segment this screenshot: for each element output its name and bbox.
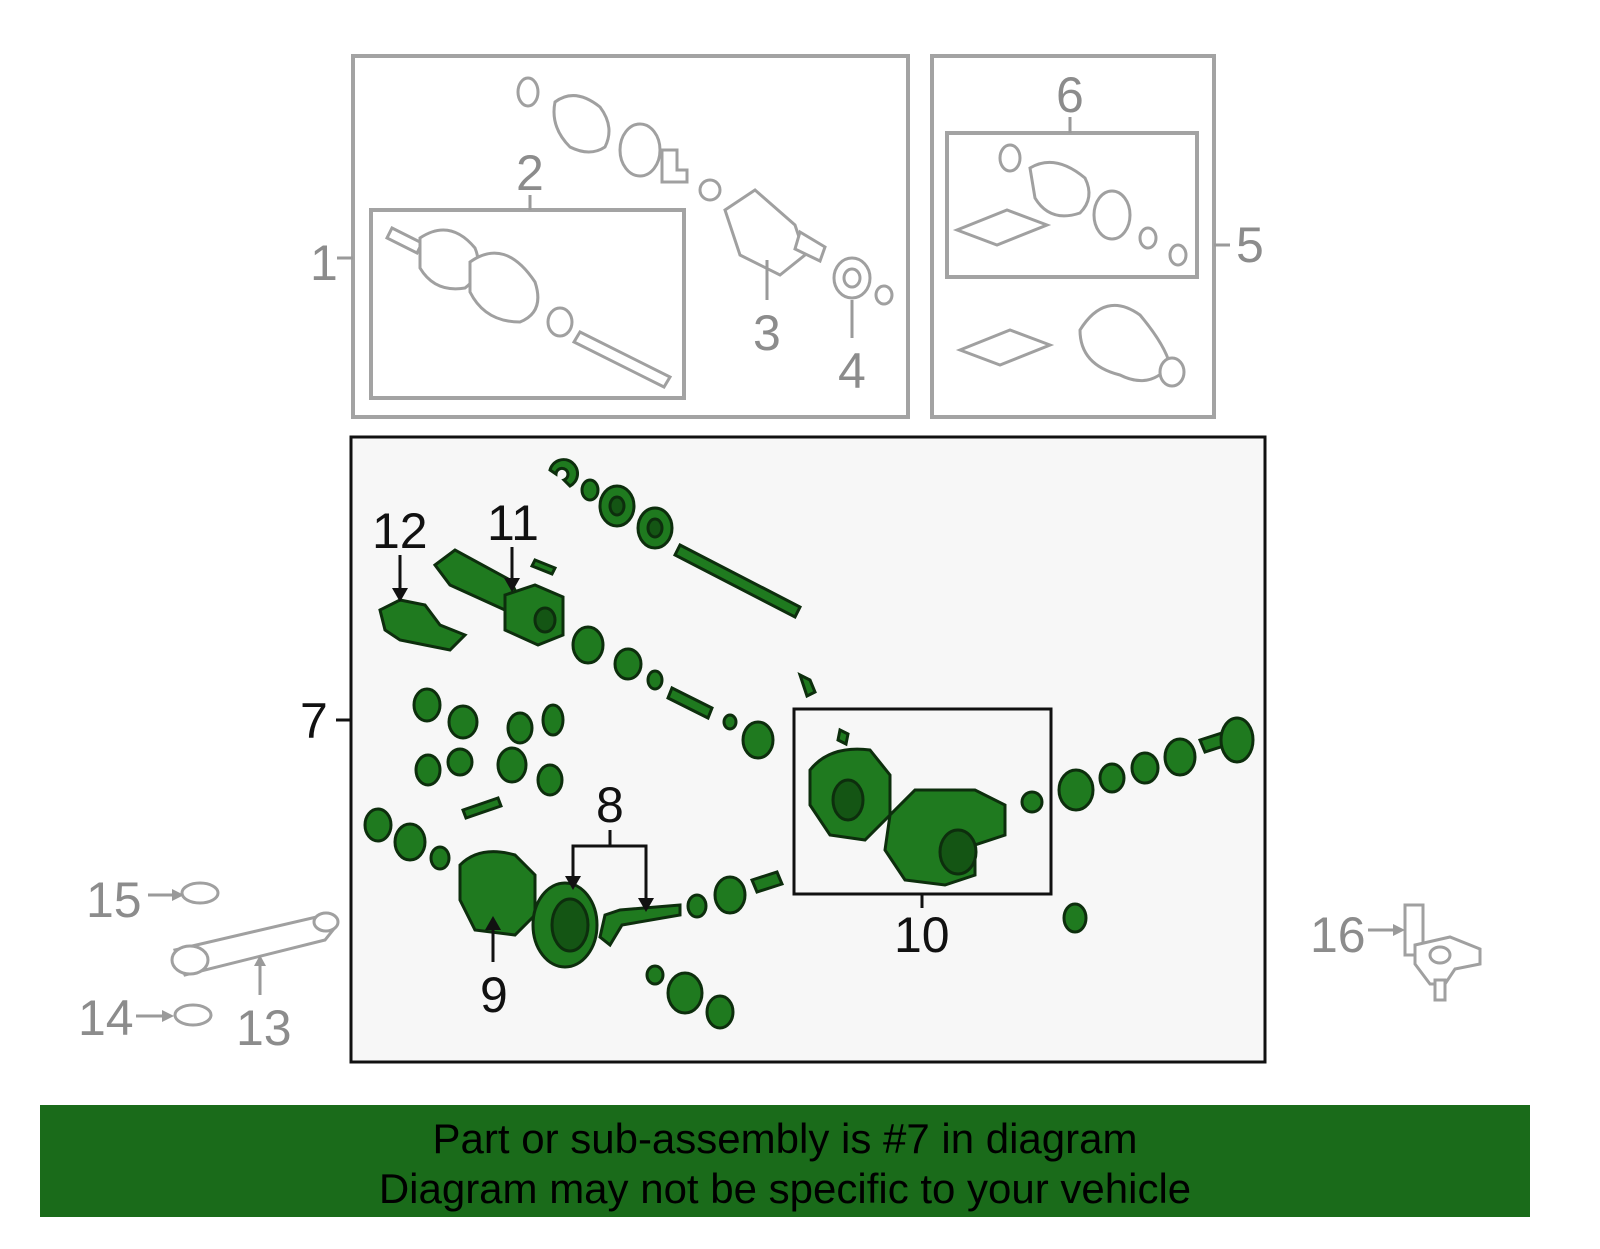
callout-11: 11 — [487, 495, 539, 551]
boot-kit-box — [930, 54, 1216, 419]
arrow-11 — [504, 578, 520, 592]
leader-8-right — [610, 844, 648, 902]
callout-16: 16 — [1310, 907, 1366, 963]
arrow-12 — [392, 588, 408, 602]
sensor-part[interactable] — [1403, 903, 1482, 1002]
callout-8: 8 — [596, 777, 624, 833]
callout-1: 1 — [310, 235, 338, 291]
boot-kit-parts[interactable] — [952, 143, 1188, 388]
arrow-9 — [485, 916, 501, 930]
axle-shaft-parts[interactable] — [384, 76, 894, 389]
boot-subkit-box — [945, 131, 1199, 279]
arrow-8-left — [565, 876, 581, 890]
arrow-14 — [162, 1010, 174, 1022]
shaft-subassembly-box — [369, 208, 686, 400]
arrow-15 — [172, 889, 184, 901]
banner-line-2: Diagram may not be specific to your vehi… — [378, 1165, 1192, 1212]
arrow-13 — [254, 955, 266, 966]
differential-parts[interactable] — [363, 458, 1255, 1030]
mount-bracket-parts[interactable] — [170, 881, 340, 1027]
callout-9: 9 — [480, 967, 508, 1023]
callout-2: 2 — [516, 145, 544, 201]
leader-8-left — [571, 830, 612, 880]
arrow-8-right — [638, 898, 654, 912]
callout-5: 5 — [1236, 217, 1264, 273]
callout-15: 15 — [86, 872, 142, 928]
differential-assembly-box — [349, 435, 1267, 1064]
info-banner: Part or sub-assembly is #7 in diagram Di… — [40, 1105, 1530, 1217]
callout-12: 12 — [372, 503, 428, 559]
callout-14: 14 — [78, 990, 134, 1046]
banner-line-1: Part or sub-assembly is #7 in diagram — [432, 1115, 1138, 1162]
callout-10: 10 — [894, 907, 950, 963]
callout-3: 3 — [753, 305, 781, 361]
callout-4: 4 — [838, 343, 866, 399]
arrow-16 — [1393, 924, 1405, 936]
callout-6: 6 — [1056, 67, 1084, 123]
callout-7: 7 — [300, 693, 328, 749]
axle-shaft-box — [351, 54, 910, 419]
callout-13: 13 — [236, 1000, 292, 1056]
